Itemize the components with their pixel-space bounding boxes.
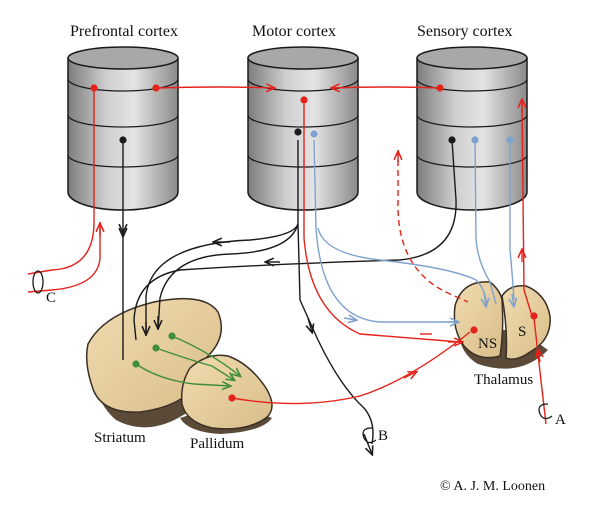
prefrontal-red-soma: [90, 84, 98, 92]
striatum-green-soma-2: [152, 344, 160, 352]
sensory-blue-soma-2: [506, 136, 514, 144]
prefrontal-cortex-column: [67, 46, 179, 211]
loop-c-outer: [27, 88, 95, 275]
sensory-black-soma: [448, 136, 456, 144]
motor-cortex-label: Motor cortex: [252, 23, 336, 40]
sensory-to-striatum-path: [133, 139, 457, 341]
a-label: A: [555, 412, 566, 428]
blue-pathways: [313, 139, 515, 323]
loop-c-inner: [27, 222, 101, 293]
prefrontal-black-soma: [119, 136, 127, 144]
sensory-blue-soma-1: [471, 136, 479, 144]
prefrontal-red-soma-2: [152, 84, 160, 92]
b-label: B: [378, 428, 388, 444]
thalamus-s-red-soma: [530, 312, 538, 320]
thalamus-ns-red-soma: [470, 326, 478, 334]
prefrontal-cortex-label: Prefrontal cortex: [70, 23, 178, 40]
motor-to-striatum-path-2: [157, 223, 299, 331]
input-a-red: [533, 317, 547, 425]
loop-b-icon: [362, 427, 377, 444]
neuron-somas: [90, 84, 538, 402]
sensory-cortex-label: Sensory cortex: [417, 23, 513, 40]
sensory-red-soma: [436, 84, 444, 92]
motor-cortex-column: [247, 46, 359, 211]
motor-to-striatum-path-1: [145, 140, 299, 336]
prefrontal-to-motor-red: [155, 87, 274, 88]
sensory-to-thalamus-blue-1: [474, 139, 497, 305]
striatum-to-pallidum-green-1: [135, 363, 230, 386]
ns-label: NS: [478, 336, 497, 352]
s-label: S: [518, 324, 526, 340]
motor-black-soma: [294, 128, 302, 136]
motor-to-thalamus-blue-1: [313, 139, 458, 323]
c-label: C: [46, 290, 56, 306]
striatum-green-soma-1: [132, 360, 140, 368]
copyright-label: © A. J. M. Loonen: [440, 479, 545, 494]
striatum-green-soma-3: [168, 332, 176, 340]
sensory-to-motor-red: [332, 87, 441, 88]
loop-c-icon: [32, 270, 44, 294]
pallidum-to-thalamus-red: [231, 331, 471, 405]
sensory-to-thalamus-blue-2: [509, 140, 515, 301]
thalamus-nucleus: [453, 281, 551, 369]
motor-blue-soma: [310, 130, 318, 138]
motor-to-thalamus-red-ns: [303, 100, 461, 343]
sensory-cortex-column: [416, 46, 528, 211]
motor-red-soma: [300, 96, 308, 104]
pallidum-nucleus: [180, 354, 273, 434]
pallidum-label: Pallidum: [190, 436, 245, 452]
striatum-label: Striatum: [94, 430, 146, 446]
loop-symbols: [32, 270, 553, 444]
thalamus-label: Thalamus: [474, 372, 533, 388]
motor-descending-path-b: [297, 223, 374, 445]
dashed-sensory-return: [397, 150, 469, 303]
thalamus-s-to-sensory-red: [521, 99, 533, 317]
green-pathways: [135, 335, 240, 386]
motor-to-thalamus-blue-2: [317, 227, 487, 305]
striatum-to-pallidum-green-2: [155, 347, 234, 380]
black-pathways: [123, 139, 457, 454]
pallidum-red-soma: [228, 394, 236, 402]
striatum-to-pallidum-green-3: [171, 335, 240, 376]
loop-a-icon: [538, 403, 553, 420]
red-pathways: [27, 87, 547, 425]
